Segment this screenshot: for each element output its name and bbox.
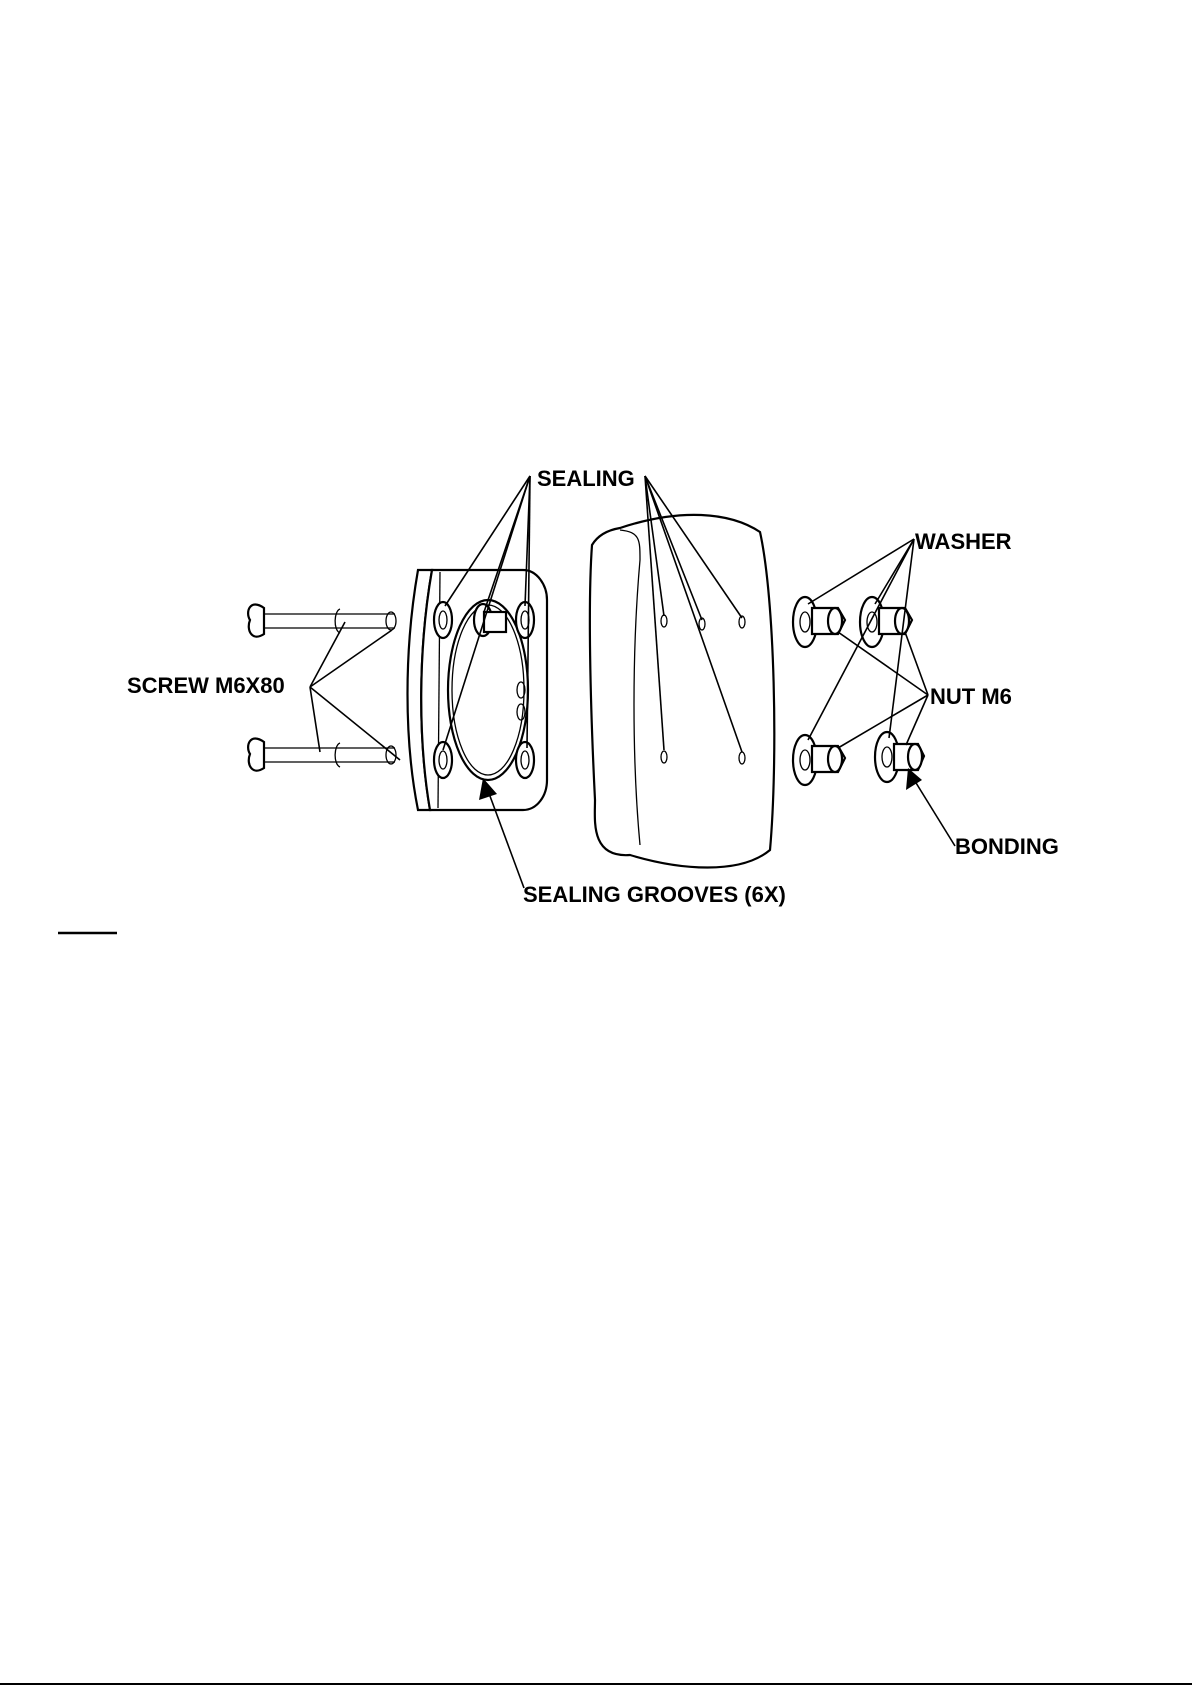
label-washer: WASHER [915, 529, 1012, 554]
washer-nut-bonding [875, 732, 924, 782]
label-sealing-right: SEALING [537, 466, 635, 491]
screw-upper [248, 605, 396, 637]
label-sealing-grooves: SEALING GROOVES (6X) [523, 882, 786, 907]
washer-nut-upper-left [793, 597, 845, 647]
label-bonding: BONDING [955, 834, 1059, 859]
washer-nut-lower-left [793, 735, 845, 785]
label-screw: SCREW M6X80 [127, 673, 285, 698]
screw-lower [248, 739, 396, 771]
label-nut: NUT M6 [930, 684, 1012, 709]
